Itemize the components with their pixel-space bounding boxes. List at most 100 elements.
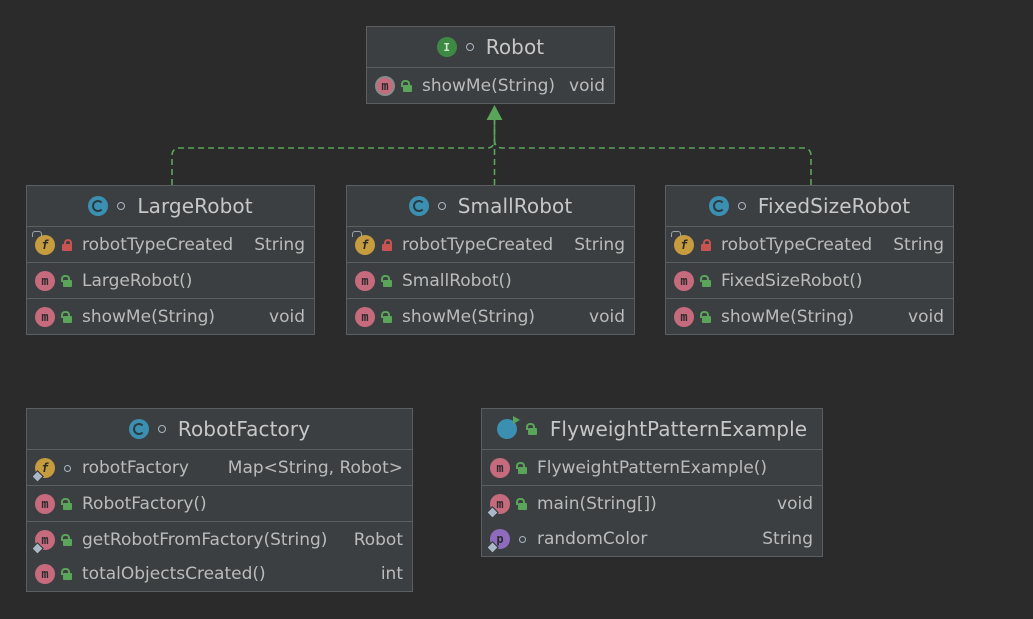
field-icon: f [31,457,55,483]
kind-letter: p [496,531,504,546]
class-name: LargeRobot [137,194,253,218]
realization-arrowhead [486,105,503,120]
class-box-smallrobot[interactable]: cSmallRobotfrobotTypeCreatedStringmSmall… [346,185,635,335]
class-section: m showMe(String) void [347,299,634,334]
class-section: m FixedSizeRobot() [666,263,953,299]
class-name: RobotFactory [177,417,311,441]
class-section: m getRobotFromFactory(String) Robot m totalO… [27,522,412,591]
field-icon: f [352,230,375,255]
private-visibility-icon [61,238,73,251]
class-header: I Robot [367,27,614,68]
method-row[interactable]: m RobotFactory() [27,486,412,521]
public-visibility-icon [381,310,393,323]
kind-letter: m [41,496,49,511]
class-icon: c [408,196,429,216]
public-visibility-icon [700,274,712,287]
method-icon: m [31,529,55,555]
class-name: Robot [485,35,545,59]
public-visibility-icon [401,79,413,92]
class-header: cFixedSizeRobot [666,186,953,227]
method-icon: m [35,564,55,584]
method-row[interactable]: m FixedSizeRobot() [666,263,953,298]
class-name: FixedSizeRobot [757,194,911,218]
member-type: Robot [353,529,403,550]
method-icon: m [355,270,375,291]
public-visibility-icon [516,461,528,474]
member-name: robotTypeCreated [402,234,554,255]
member-name: FixedSizeRobot() [721,270,863,291]
package-visibility-icon [117,202,126,210]
package-visibility-icon [737,202,746,210]
method-row[interactable]: m showMe(String) void [347,299,634,334]
member-type: void [908,306,944,327]
method-icon: m [35,306,55,327]
member-name: robotFactory [82,457,189,478]
public-visibility-icon [61,310,73,323]
main-icon: c [496,416,520,439]
member-name: totalObjectsCreated() [82,564,266,584]
class-box-fixedsizerobot[interactable]: cFixedSizeRobotfrobotTypeCreatedString m F… [665,185,954,335]
class-header: c FlyweightPatternExample [482,409,822,450]
public-visibility-icon [700,310,712,323]
public-visibility-icon [61,274,73,287]
member-name: showMe(String) [82,306,216,327]
member-name: showMe(String) [402,306,536,327]
method-row[interactable]: m LargeRobot() [27,263,314,298]
package-visibility-icon [516,533,528,545]
member-name: getRobotFromFactory(String) [82,529,328,550]
method-icon: m [35,493,55,514]
method-row[interactable]: m getRobotFromFactory(String) Robot [27,522,412,557]
member-type: void [589,306,625,327]
member-name: LargeRobot() [82,270,193,291]
class-icon: c [88,196,109,216]
method-icon: m [674,270,694,291]
class-box-robotfactory[interactable]: cRobotFactoryfrobotFactoryMap<String, Ro… [26,408,413,592]
class-name: FlyweightPatternExample [549,417,808,441]
kind-letter: m [496,496,504,511]
class-section: m LargeRobot() [27,263,314,299]
method-icon: m [355,306,375,327]
package-visibility-icon [437,202,446,210]
member-type: void [569,75,605,96]
member-name: RobotFactory() [82,493,207,514]
member-type: String [254,234,305,255]
class-box-flyweightpatternexample[interactable]: c FlyweightPatternExample mFlyweightPatter… [481,408,823,557]
kind-letter: m [680,309,688,324]
kind-letter: f [680,237,688,252]
kind-letter: m [496,460,504,475]
kind-letter: f [361,237,369,252]
member-type: String [893,234,944,255]
method-icon: m [674,306,694,327]
field-row[interactable]: f robotTypeCreated String [347,227,634,262]
kind-letter: I [443,40,451,54]
public-visibility-icon [381,274,393,287]
kind-letter: m [41,273,49,288]
class-header: c LargeRobot [27,186,314,227]
kind-letter: m [680,273,688,288]
member-type: String [574,234,625,255]
prop-icon: p [486,528,510,554]
kind-letter: f [41,460,49,475]
field-icon: f [32,230,55,255]
private-visibility-icon [700,238,712,251]
